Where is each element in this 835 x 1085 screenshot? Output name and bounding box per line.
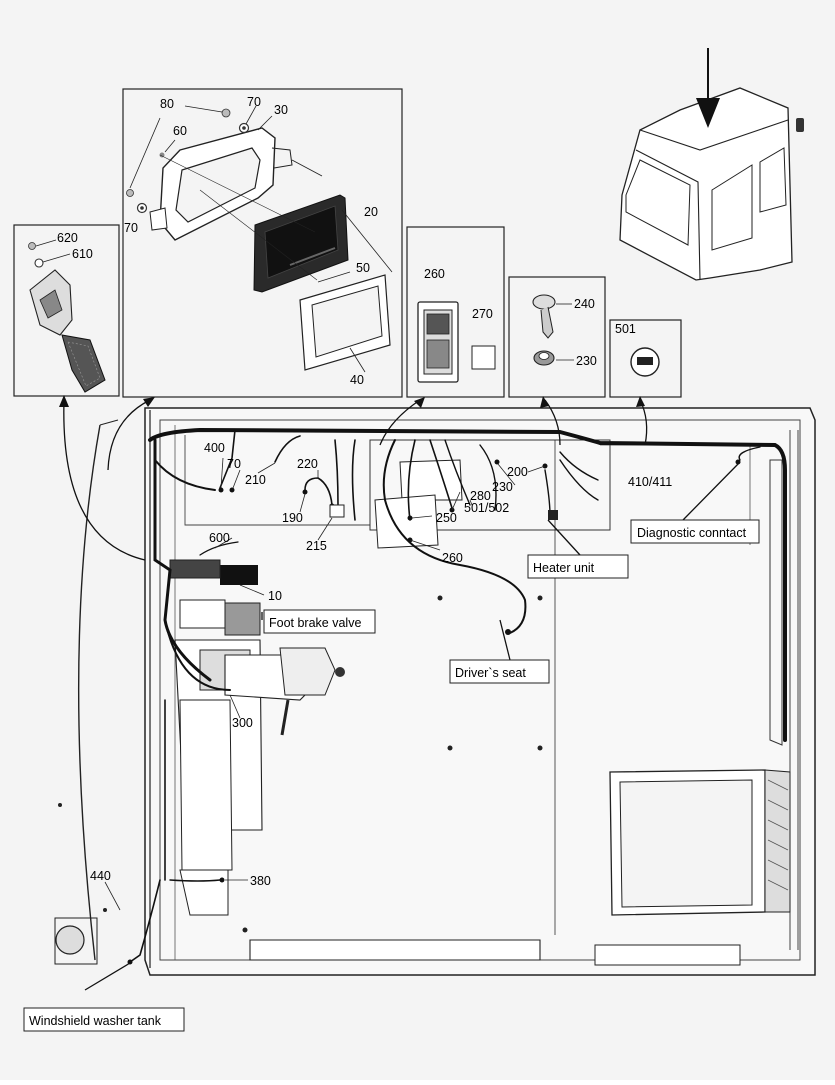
- part-label: 80: [160, 97, 174, 111]
- cab-perspective-view: [619, 48, 804, 281]
- part-label: 60: [173, 124, 187, 138]
- part-label: 10: [268, 589, 282, 603]
- part-label: 20: [364, 205, 378, 219]
- svg-text:Driver`s seat: Driver`s seat: [455, 666, 526, 680]
- part-label: 210: [245, 473, 266, 487]
- part-label: 70: [124, 221, 138, 235]
- key-icon: [532, 294, 556, 310]
- part-label: 440: [90, 869, 111, 883]
- svg-text:Heater unit: Heater unit: [533, 561, 595, 575]
- part-label: 400: [204, 441, 225, 455]
- part-label: 50: [356, 261, 370, 275]
- part-label: 610: [72, 247, 93, 261]
- socket-detail-inset: 501: [609, 319, 682, 398]
- callout-foot-brake: Foot brake valve: [263, 609, 376, 634]
- part-label: 40: [350, 373, 364, 387]
- part-label: 600: [209, 531, 230, 545]
- pedal-assembly: [169, 559, 258, 585]
- switch-detail-inset: 260 270: [406, 226, 505, 398]
- key-detail-inset: 240 230: [508, 276, 606, 398]
- part-label: 200: [507, 465, 528, 479]
- part-label: 230: [576, 354, 597, 368]
- svg-text:Windshield washer tank: Windshield washer tank: [29, 1014, 162, 1028]
- part-leaders: [104, 457, 546, 911]
- steering-console: [174, 639, 345, 916]
- part-label: 190: [282, 511, 303, 525]
- part-label: 260: [424, 267, 445, 281]
- part-label: 215: [306, 539, 327, 553]
- part-label: 230: [492, 480, 513, 494]
- washer-tank: [55, 925, 85, 955]
- callout-washer-tank: Windshield washer tank: [23, 1007, 185, 1032]
- callout-heater: Heater unit: [527, 554, 629, 579]
- svg-text:Diagnostic conntact: Diagnostic conntact: [637, 526, 747, 540]
- part-label: 410/411: [628, 475, 672, 489]
- part-label: 70: [247, 95, 261, 109]
- arrow-down-icon: [696, 98, 720, 128]
- arrowheads: [59, 395, 645, 408]
- part-label: 501/502: [464, 501, 509, 515]
- part-label: 250: [436, 511, 457, 525]
- part-label: 70: [227, 457, 241, 471]
- monitor-detail-inset: 80 70 30 60 70 20 50 40: [122, 88, 403, 398]
- part-label: 620: [57, 231, 78, 245]
- part-label: 260: [442, 551, 463, 565]
- beacon-icon: [796, 118, 804, 132]
- nut-icon: [221, 108, 231, 118]
- callout-drivers-seat: Driver`s seat: [449, 659, 550, 684]
- callout-diagnostic: Diagnostic conntact: [630, 519, 760, 544]
- part-label: 220: [297, 457, 318, 471]
- part-label: 270: [472, 307, 493, 321]
- foot-brake-valve: [179, 599, 261, 636]
- seat-cushion: [609, 769, 791, 916]
- pedal-detail-inset: 620 610: [13, 224, 120, 397]
- cab-floor-plan: [54, 407, 816, 976]
- part-label: 380: [250, 874, 271, 888]
- part-label: 240: [574, 297, 595, 311]
- part-label: 30: [274, 103, 288, 117]
- svg-text:Foot brake valve: Foot brake valve: [269, 616, 361, 630]
- part-label: 280: [470, 489, 491, 503]
- wiring-harness: [129, 427, 787, 963]
- part-label: 501: [615, 322, 636, 336]
- part-label: 300: [232, 716, 253, 730]
